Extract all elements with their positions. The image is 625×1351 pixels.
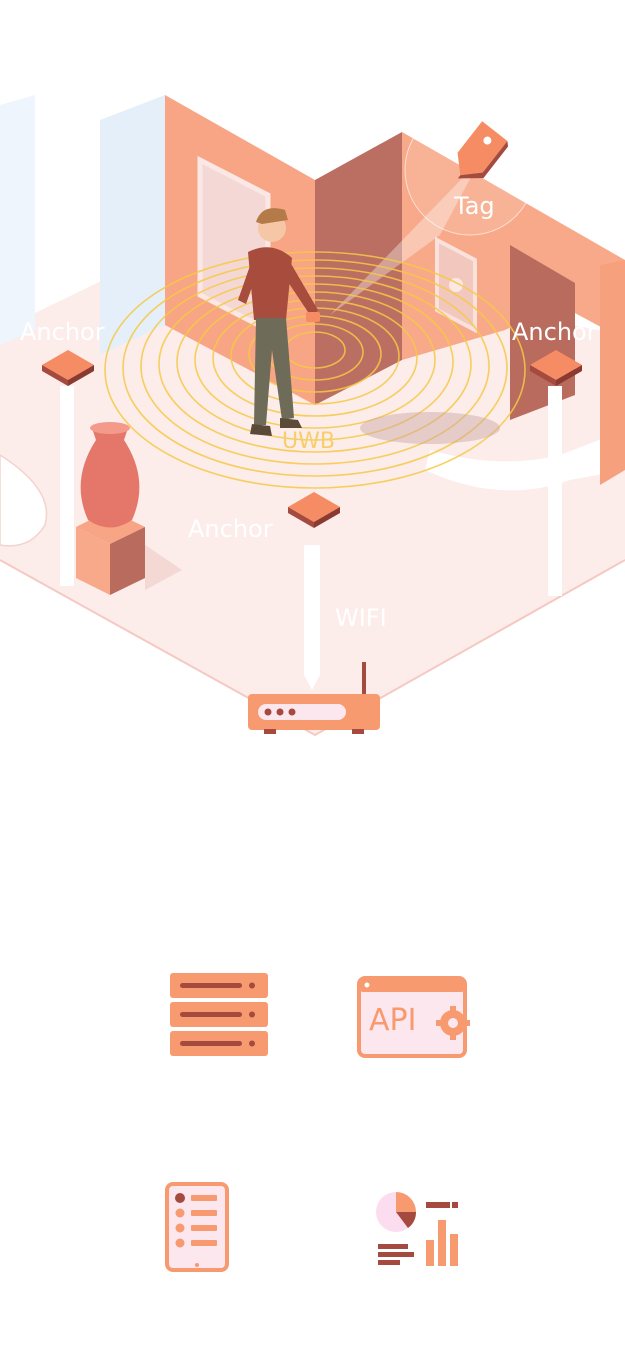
wifi-beam-tip <box>304 675 320 690</box>
floor-curve-left <box>0 454 48 547</box>
vase-on-pedestal <box>76 422 182 595</box>
floor-edge <box>0 559 625 737</box>
anchor-bottom-label: Anchor <box>188 515 273 543</box>
wifi-router-icon <box>248 662 380 734</box>
anchor-right-label: Anchor <box>512 318 597 346</box>
wifi-beam <box>304 545 320 675</box>
floor-curve <box>425 430 625 491</box>
person-shadow <box>360 412 500 444</box>
person-figure <box>238 208 320 436</box>
api-settings-icon: API <box>356 975 476 1061</box>
uwb-label: UWB <box>282 429 335 454</box>
anchor-right-icon <box>530 350 582 596</box>
right-pillar <box>600 260 625 485</box>
glass-wall-left <box>0 95 35 345</box>
server-stack-icon <box>170 973 268 1056</box>
anchor-left-label: Anchor <box>20 318 105 346</box>
uwb-positioning-diagram: Tag UWB Anchor <box>0 95 625 737</box>
wifi-label: WIFI <box>335 604 387 632</box>
analytics-charts-icon <box>376 1192 458 1266</box>
checklist-tablet-icon <box>165 1182 229 1272</box>
tag-signal-cone <box>330 160 480 315</box>
anchor-left-icon <box>42 350 94 586</box>
tag-icon <box>457 121 509 179</box>
floor <box>0 250 625 735</box>
anchor-bottom-icon <box>288 492 340 528</box>
glass-wall-mid <box>100 95 165 355</box>
api-text: API <box>369 1003 417 1038</box>
tag-label: Tag <box>453 192 495 220</box>
